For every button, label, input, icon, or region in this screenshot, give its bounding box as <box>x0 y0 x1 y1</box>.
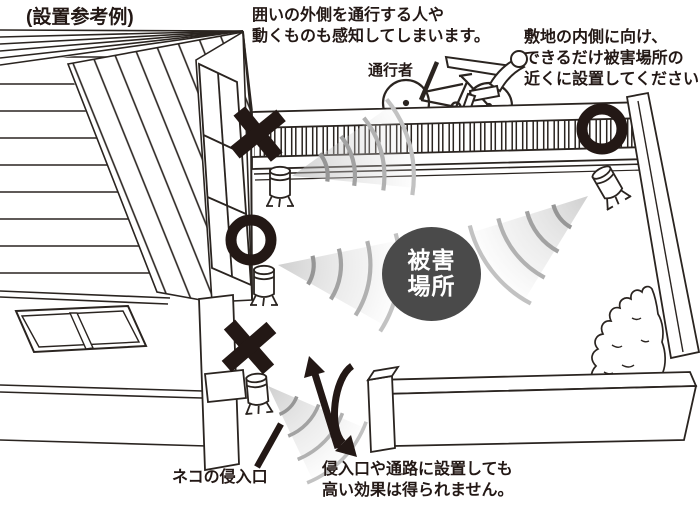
entry-warning-note: 侵入口や通路に設置しても 高い効果は得られません。 <box>322 461 514 500</box>
eave-lines <box>0 290 171 305</box>
lower-window <box>14 304 148 354</box>
o-mark-icon-left <box>225 214 277 266</box>
placement-marks <box>225 103 628 369</box>
annotation-arrows <box>254 356 357 469</box>
device-icon-4 <box>586 161 633 212</box>
damage-location-badge: 被害 場所 <box>382 227 481 321</box>
device-icon-1 <box>265 165 295 208</box>
cat-entry-leader-line <box>254 422 284 469</box>
gate-post-cap <box>366 365 400 382</box>
gate-post <box>367 374 396 454</box>
right-boundary-wall <box>625 91 700 360</box>
turn-arrow <box>331 363 357 457</box>
bush <box>590 285 666 392</box>
house <box>0 29 253 472</box>
corner-foundation <box>204 369 247 403</box>
roof-left-plane <box>0 34 240 294</box>
roof-ridge-lines <box>0 29 244 66</box>
install-inside-note: 敷地の内側に向け、 できるだけ被害場所の 近くに設置してください <box>524 29 700 89</box>
cat-entry-label: ネコの侵入口 <box>172 469 268 486</box>
front-wall-face <box>381 385 698 447</box>
device-icon-2 <box>249 264 279 307</box>
entry-arrow <box>304 356 342 450</box>
front-wall <box>366 365 698 454</box>
passerby-label: 通行者 <box>368 62 414 79</box>
page-title: (設置参考例) <box>26 7 134 28</box>
outside-warning-note: 囲いの外側を通行する人や 動くものも感知してしまいます。 <box>252 7 490 46</box>
o-mark-icon-right <box>576 103 628 155</box>
device-icon-3 <box>241 371 275 416</box>
rider-head <box>510 50 528 68</box>
siding-lines <box>0 384 208 447</box>
